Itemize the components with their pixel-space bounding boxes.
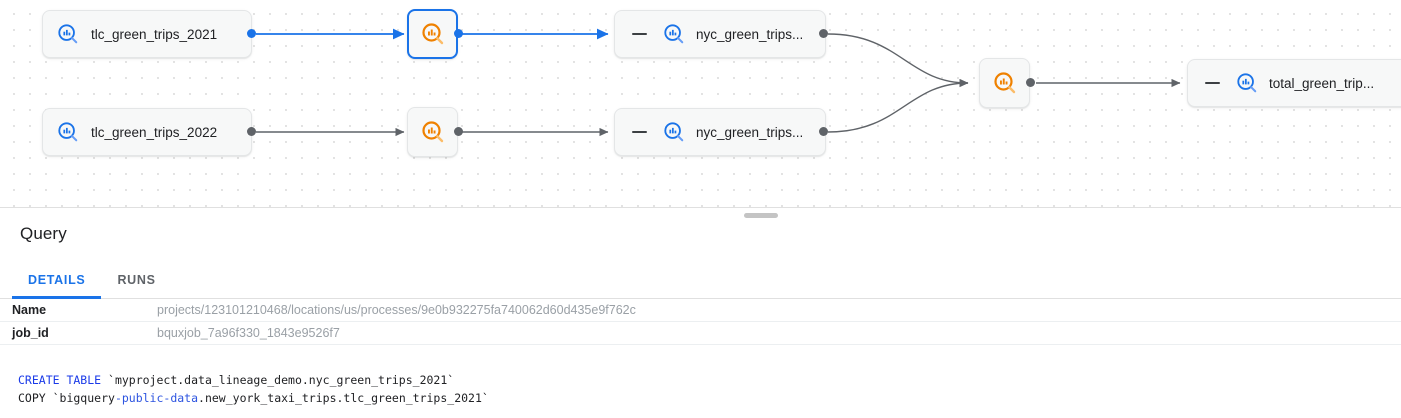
node-port-out-process-selected[interactable] [454,29,463,38]
table-row: job_id bquxjob_7a96f330_1843e9526f7 [0,322,1401,345]
collapse-dash-icon[interactable] [632,33,647,35]
property-value-job-id: bquxjob_7a96f330_1843e9526f7 [157,326,340,340]
lineage-graph-canvas[interactable]: tlc_green_trips_2021 tlc_green_trips_202… [0,0,1401,207]
bigquery-table-icon [1236,72,1258,94]
bigquery-process-icon [421,22,445,46]
lineage-node-tlc-green-trips-2022[interactable]: tlc_green_trips_2022 [42,108,252,156]
lineage-node-process-2[interactable] [407,107,458,157]
bigquery-table-icon [57,23,79,45]
property-key-job-id: job_id [12,326,49,340]
edge-nyc-bottom-to-union [827,78,969,133]
node-port-out-tlc2021[interactable] [247,29,256,38]
lineage-node-process-union[interactable] [979,58,1030,108]
node-port-out-nyc-bottom[interactable] [819,127,828,136]
lineage-node-nyc-green-trips-top[interactable]: nyc_green_trips... [614,10,826,58]
tab-details[interactable]: DETAILS [12,262,102,299]
node-port-out-tlc2022[interactable] [247,127,256,136]
sql-line2-highlight: -public-data [114,391,199,405]
tab-strip: DETAILS RUNS [0,263,1401,299]
collapse-dash-icon[interactable] [632,131,647,133]
node-label: nyc_green_trips... [696,26,804,42]
bigquery-process-icon [993,71,1017,95]
sql-keyword-create-table: CREATE TABLE [18,373,102,387]
sql-line2-suffix: .new_york_taxi_trips.tlc_green_trips_202… [198,391,489,405]
node-port-out-process-2[interactable] [454,127,463,136]
table-row: Name projects/123101210468/locations/us/… [0,299,1401,322]
node-port-out-union[interactable] [1026,78,1035,87]
lineage-node-nyc-green-trips-bottom[interactable]: nyc_green_trips... [614,108,826,156]
bigquery-table-icon [663,23,685,45]
lineage-node-total-green-trips[interactable]: total_green_trip... [1187,59,1401,107]
node-label: nyc_green_trips... [696,124,804,140]
tab-runs[interactable]: RUNS [117,273,156,287]
details-panel: Query DETAILS RUNS Name projects/1231012… [0,207,1401,417]
sql-query-code-block[interactable]: CREATE TABLE `myproject.data_lineage_dem… [0,360,1401,418]
edge-nyc-top-to-union [827,33,969,88]
page-title: Query [20,224,67,243]
sql-line1-rest: `myproject.data_lineage_demo.nyc_green_t… [101,373,455,387]
lineage-node-process-selected[interactable] [407,9,458,59]
bigquery-table-icon [663,121,685,143]
node-label: tlc_green_trips_2021 [91,26,218,42]
sql-line2-prefix: COPY `bigquery [18,391,115,405]
node-label: tlc_green_trips_2022 [91,124,218,140]
property-key-name: Name [12,303,47,317]
bigquery-process-icon [421,120,445,144]
property-value-name: projects/123101210468/locations/us/proce… [157,303,636,317]
panel-resize-handle[interactable] [744,213,778,218]
node-port-out-nyc-top[interactable] [819,29,828,38]
collapse-dash-icon[interactable] [1205,82,1220,84]
bigquery-table-icon [57,121,79,143]
lineage-node-tlc-green-trips-2021[interactable]: tlc_green_trips_2021 [42,10,252,58]
node-label: total_green_trip... [1269,75,1375,91]
